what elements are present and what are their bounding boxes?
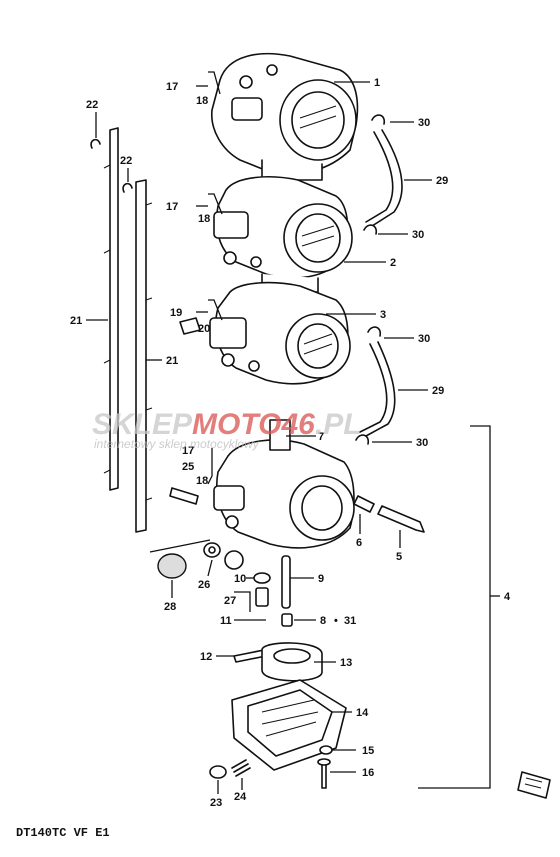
- callout-16: 16: [362, 767, 374, 779]
- spring-24: [231, 759, 251, 777]
- callout-2: 2: [390, 257, 396, 269]
- needle-jet-27: [255, 587, 269, 607]
- clamp-30-c: [367, 326, 382, 337]
- clamp-30-a: [371, 114, 386, 125]
- jet-25: [169, 487, 199, 505]
- plug-28: [157, 553, 187, 579]
- callout-20: 20: [198, 323, 210, 335]
- hose-29-bottom: [359, 341, 396, 437]
- callout-4: 4: [504, 591, 511, 603]
- callout-31: 31: [344, 615, 356, 627]
- carburetor-4: [213, 419, 355, 549]
- callout-25: 25: [182, 461, 194, 473]
- callout-18-a: 18: [196, 95, 208, 107]
- callout-22-a: 22: [86, 99, 98, 111]
- needle-valve-8: [281, 613, 293, 627]
- clip-22-b: [122, 168, 133, 193]
- float-pin-9: [281, 555, 291, 609]
- rail-left-outer: [103, 127, 119, 491]
- callout-18-b: 18: [198, 213, 210, 225]
- callout-28: 28: [164, 601, 176, 613]
- direction-symbol: [517, 771, 551, 799]
- washer-26: [203, 542, 221, 558]
- watermark-brand-left: SKLEP: [92, 408, 193, 441]
- callout-13: 13: [340, 657, 352, 669]
- callout-9: 9: [318, 573, 324, 585]
- carburetor-3: [179, 281, 351, 385]
- clip-22-a: [90, 112, 101, 149]
- callout-5: 5: [396, 551, 402, 563]
- callout-30-b: 30: [412, 229, 424, 241]
- screw-16: [317, 758, 331, 789]
- callout-18-c: 18: [196, 475, 208, 487]
- clamp-30-b: [363, 224, 378, 235]
- callout-22-b: 22: [120, 155, 132, 167]
- leader-lines: [86, 71, 432, 794]
- drain-screw-23: [209, 765, 227, 779]
- watermark-brand: SKLEPMOTO46.PL: [92, 408, 362, 441]
- callout-17-c: 17: [182, 445, 194, 457]
- callout-27: 27: [224, 595, 236, 607]
- callout-30-c: 30: [418, 333, 430, 345]
- callout-10: 10: [234, 573, 246, 585]
- callout-26: 26: [198, 579, 210, 591]
- callout-21-a: 21: [70, 315, 82, 327]
- callout-17-b: 17: [166, 201, 178, 213]
- clamp-30-d: [355, 434, 370, 445]
- watermark: SKLEPMOTO46.PL internetowy sklep motocyk…: [92, 408, 362, 451]
- callout-30-a: 30: [418, 117, 430, 129]
- callout-7: 7: [318, 431, 324, 443]
- rail-left-inner: [135, 179, 153, 533]
- carburetor-2: [213, 176, 353, 293]
- callout-23: 23: [210, 797, 222, 809]
- washer-15: [319, 745, 333, 755]
- float-chamber-14: [231, 679, 347, 771]
- callout-3: 3: [380, 309, 386, 321]
- callout-14: 14: [356, 707, 369, 719]
- hose-29-top: [365, 129, 403, 227]
- watermark-brand-mid: MOTO: [192, 408, 281, 441]
- spring-6: [353, 495, 375, 513]
- carburetor-1: [211, 52, 359, 181]
- callout-1: 1: [374, 77, 380, 89]
- watermark-brand-right: 46: [280, 408, 315, 441]
- watermark-tagline: internetowy sklep motocyklowy: [94, 437, 260, 451]
- callout-6: 6: [356, 537, 362, 549]
- callout-dot: •: [334, 615, 338, 627]
- callout-17-a: 17: [166, 81, 178, 93]
- callout-8: 8: [320, 615, 326, 627]
- callout-21-b: 21: [166, 355, 178, 367]
- callout-19: 19: [170, 307, 182, 319]
- callouts: 1 2 3 4 5 6 7 8 • 31 9 10 11 12 13 14 15…: [70, 77, 511, 809]
- callout-24: 24: [234, 791, 247, 803]
- pilot-screw-5: [377, 505, 425, 533]
- float-13: [261, 642, 323, 682]
- callout-12: 12: [200, 651, 212, 663]
- watermark-brand-tld: .PL: [315, 408, 362, 441]
- model-code: DT140TC VF E1: [16, 826, 110, 840]
- callout-30-d: 30: [416, 437, 428, 449]
- jet-10: [224, 550, 271, 584]
- callout-11: 11: [220, 615, 232, 627]
- bracket-4: [418, 425, 491, 789]
- callout-15: 15: [362, 745, 374, 757]
- callout-29-b: 29: [432, 385, 444, 397]
- callout-29-a: 29: [436, 175, 448, 187]
